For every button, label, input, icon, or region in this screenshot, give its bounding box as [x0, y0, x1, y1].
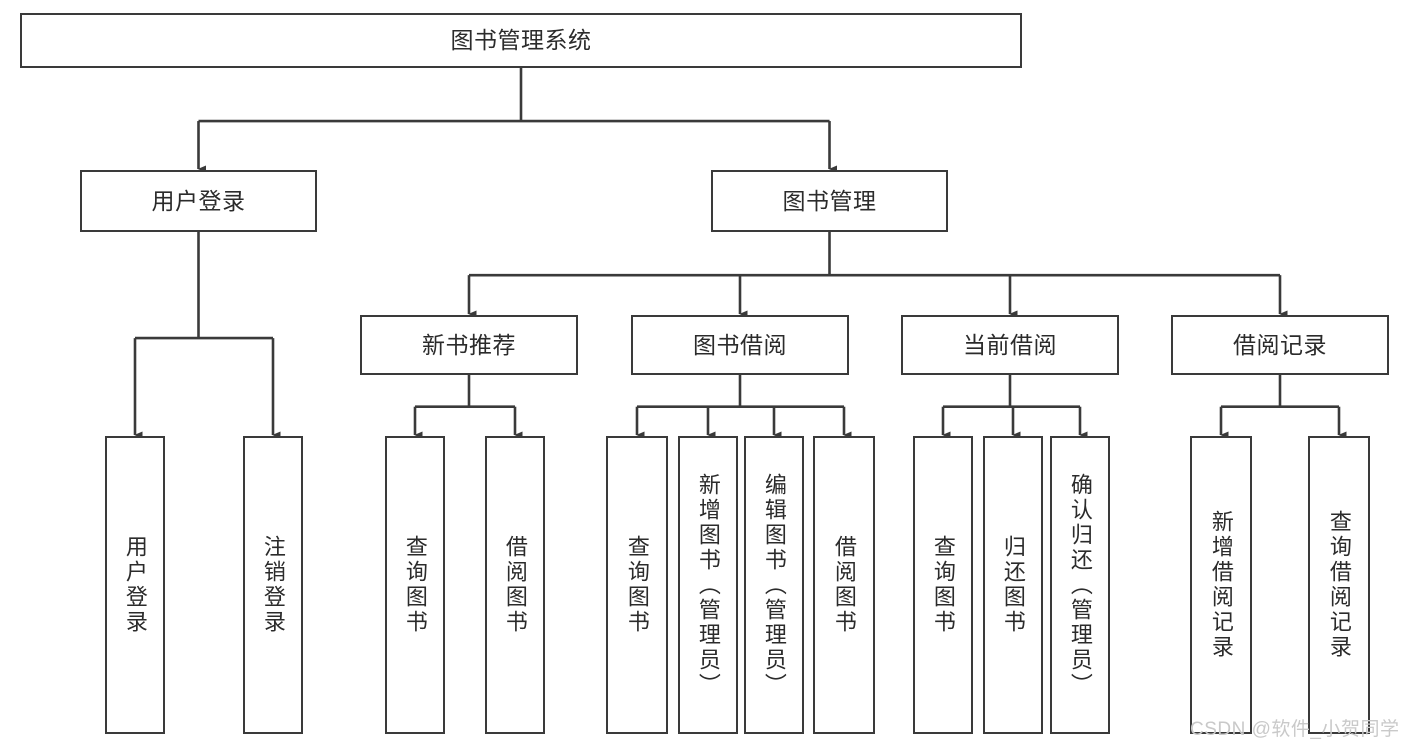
leaf-borrow-query-book-label: 查询图书 — [624, 535, 650, 635]
csdn-watermark: CSDN @软件_小贺同学 — [1190, 719, 1400, 740]
leaf-borrow-add-book-label: 新增图书（管理员） — [695, 472, 721, 698]
node-user-login[interactable]: 用户登录 — [80, 170, 317, 232]
leaf-borrow-query-book[interactable]: 查询图书 — [606, 436, 668, 734]
leaf-record-query[interactable]: 查询借阅记录 — [1308, 436, 1370, 734]
node-current-borrowing[interactable]: 当前借阅 — [901, 315, 1119, 375]
node-book-borrowing[interactable]: 图书借阅 — [631, 315, 849, 375]
leaf-user-logout-label: 注销登录 — [260, 535, 286, 635]
node-new-book-recommendation[interactable]: 新书推荐 — [360, 315, 578, 375]
leaf-borrow-add-book[interactable]: 新增图书（管理员） — [678, 436, 738, 734]
leaf-rec-query-book-label: 查询图书 — [402, 535, 428, 635]
leaf-current-return-book-label: 归还图书 — [1000, 535, 1026, 635]
leaf-rec-borrow-book-label: 借阅图书 — [502, 535, 528, 635]
leaf-user-logout[interactable]: 注销登录 — [243, 436, 303, 734]
leaf-borrow-do-borrow-label: 借阅图书 — [831, 535, 857, 635]
leaf-user-login[interactable]: 用户登录 — [105, 436, 165, 734]
leaf-record-add-label: 新增借阅记录 — [1208, 510, 1234, 660]
leaf-current-query-book-label: 查询图书 — [930, 535, 956, 635]
node-book-borrowing-label: 图书借阅 — [693, 331, 787, 358]
node-current-borrowing-label: 当前借阅 — [963, 331, 1057, 358]
leaf-rec-query-book[interactable]: 查询图书 — [385, 436, 445, 734]
leaf-current-query-book[interactable]: 查询图书 — [913, 436, 973, 734]
leaf-rec-borrow-book[interactable]: 借阅图书 — [485, 436, 545, 734]
node-root[interactable]: 图书管理系统 — [20, 13, 1022, 68]
node-borrow-records-label: 借阅记录 — [1233, 331, 1327, 358]
node-book-management-label: 图书管理 — [782, 187, 877, 214]
leaf-current-confirm-return[interactable]: 确认归还（管理员） — [1050, 436, 1110, 734]
leaf-borrow-edit-book[interactable]: 编辑图书（管理员） — [744, 436, 804, 734]
leaf-borrow-edit-book-label: 编辑图书（管理员） — [761, 472, 787, 698]
leaf-user-login-label: 用户登录 — [122, 535, 148, 635]
node-borrow-records[interactable]: 借阅记录 — [1171, 315, 1389, 375]
leaf-record-add[interactable]: 新增借阅记录 — [1190, 436, 1252, 734]
node-user-login-label: 用户登录 — [151, 187, 246, 214]
leaf-current-return-book[interactable]: 归还图书 — [983, 436, 1043, 734]
leaf-current-confirm-return-label: 确认归还（管理员） — [1067, 472, 1093, 698]
leaf-record-query-label: 查询借阅记录 — [1326, 510, 1352, 660]
leaf-borrow-do-borrow[interactable]: 借阅图书 — [813, 436, 875, 734]
node-root-label: 图书管理系统 — [450, 27, 592, 54]
node-book-management[interactable]: 图书管理 — [711, 170, 948, 232]
node-new-book-recommendation-label: 新书推荐 — [422, 331, 516, 358]
